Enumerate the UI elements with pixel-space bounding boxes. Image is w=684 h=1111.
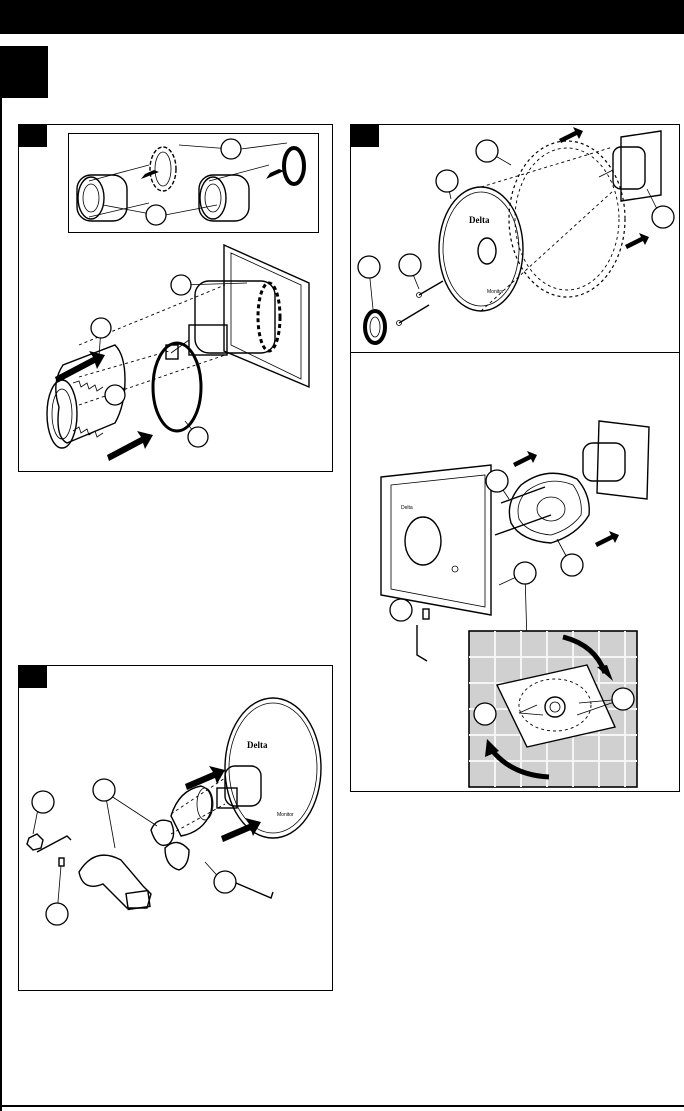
left-margin-rule <box>0 98 2 1111</box>
callout-bubble <box>358 256 380 278</box>
arrow-plate-lower <box>595 531 619 547</box>
arrow-plate-upper <box>513 451 537 467</box>
square-plate: Delta <box>381 465 491 615</box>
callout-bubble <box>214 871 236 893</box>
oring <box>153 343 201 431</box>
escutcheon-brand-label: Delta <box>469 215 490 225</box>
square-plate-brand-label: Delta <box>401 505 413 511</box>
inset-sleeve-left <box>77 165 149 221</box>
callout-bubble <box>486 470 508 492</box>
callout-bubble <box>390 599 412 621</box>
inset-snap-ring <box>150 147 176 191</box>
arrow-handle-upper <box>185 766 225 790</box>
callout-bubble <box>188 427 208 447</box>
plate-gasket <box>509 473 589 543</box>
round-escutcheon: Delta Monitor <box>225 698 321 838</box>
valve-wall-plate <box>224 245 309 387</box>
escutcheon-illustration: Delta Monitor <box>351 125 681 793</box>
bottom-rule <box>0 1105 684 1107</box>
valve-wall-plate <box>599 131 661 201</box>
bonnet <box>171 786 213 836</box>
screws <box>397 281 444 326</box>
handle-panel: Delta Monitor <box>18 665 333 991</box>
arrow-escutcheon-lower <box>625 233 649 249</box>
round-escutcheon: Delta Monitor <box>439 187 523 311</box>
trim-ring <box>365 311 385 343</box>
inset-arrow-right <box>266 169 284 179</box>
valve-wall-plate-lower <box>583 421 649 499</box>
escutcheon-trademark-label: Monitor <box>277 812 294 818</box>
escutcheon-trademark-label: Monitor <box>487 289 504 295</box>
set-screw <box>27 834 64 866</box>
callout-bubble <box>561 554 583 576</box>
cartridge-sleeve-panel <box>18 124 333 472</box>
callout-bubble <box>105 385 125 405</box>
callout-bubble <box>514 562 536 584</box>
hex-wrench-set <box>417 609 429 661</box>
arrow-handle-lower <box>221 818 261 842</box>
callout-bubble <box>221 139 241 159</box>
callout-bubble <box>436 170 458 192</box>
arrow-install-lower <box>107 431 153 461</box>
gasket <box>509 141 625 297</box>
callout-bubble <box>93 779 115 801</box>
escutcheon-brand-label: Delta <box>247 740 268 750</box>
callout-bubble <box>46 903 68 925</box>
hex-wrench <box>37 836 273 898</box>
header-bar <box>0 0 684 34</box>
callout-bubble <box>399 254 421 276</box>
callout-bubble <box>652 206 674 228</box>
escutcheon-panel: Delta Monitor <box>350 124 680 792</box>
callout-bubble <box>171 275 191 295</box>
sleeve-illustration <box>19 125 334 473</box>
inset-oring <box>284 148 304 184</box>
callout-bubble <box>91 318 111 338</box>
tiled-wall-detail <box>469 631 637 787</box>
callout-bubble <box>146 205 166 225</box>
callout-bubble <box>476 140 498 162</box>
step-number-tab <box>0 46 48 98</box>
gasket-inner <box>515 148 619 290</box>
handle-illustration: Delta Monitor <box>19 666 334 992</box>
callout-bubble <box>612 688 634 710</box>
inset-sleeve-right <box>199 165 269 221</box>
callout-bubble <box>474 703 496 725</box>
plate-screws <box>495 487 551 535</box>
callout-bubble <box>32 791 54 813</box>
